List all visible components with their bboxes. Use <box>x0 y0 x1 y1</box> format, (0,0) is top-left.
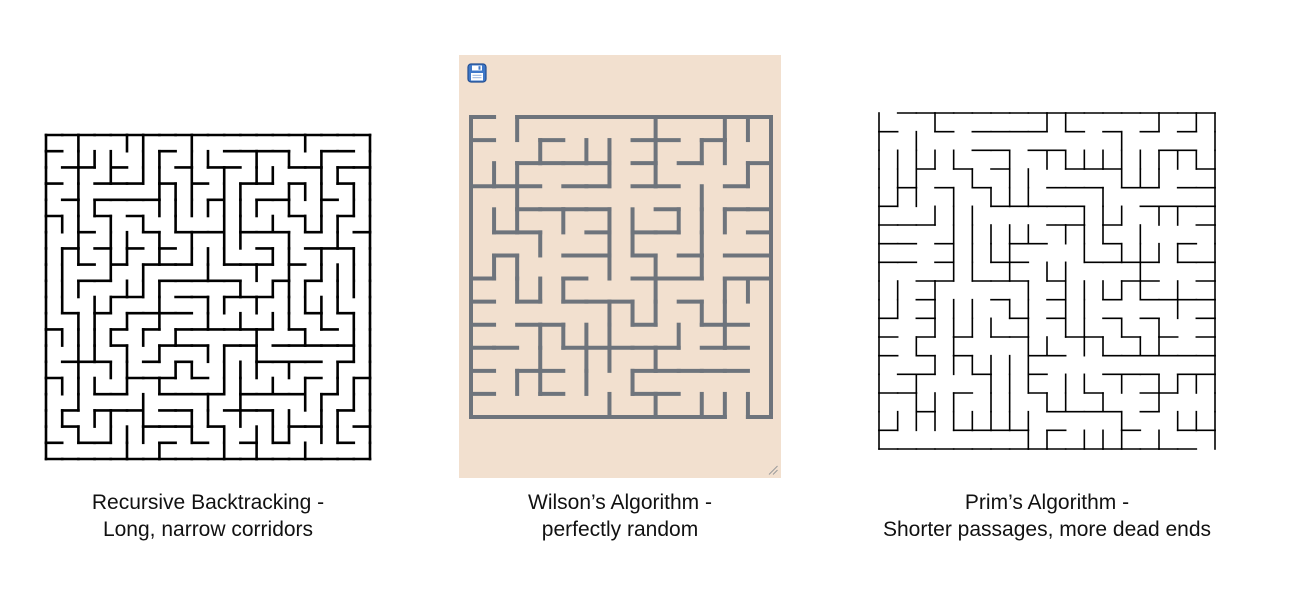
caption-a-line1: Recursive Backtracking - <box>91 491 325 514</box>
caption-a-line2: Long, narrow corridors <box>102 518 314 541</box>
maze-b-svg <box>469 115 773 419</box>
caption-c-line1: Prim’s Algorithm - <box>964 491 1130 514</box>
maze-c-svg <box>878 112 1216 450</box>
wilsons-maze-widget <box>459 55 781 478</box>
prims-maze <box>877 111 1217 453</box>
caption-recursive-backtracking: Recursive Backtracking - Long, narrow co… <box>58 489 358 543</box>
caption-b-line1: Wilson’s Algorithm - <box>528 491 712 514</box>
caption-b-line2: perfectly random <box>541 518 699 541</box>
recursive-backtracking-maze <box>44 133 372 461</box>
caption-prims-algorithm: Prim’s Algorithm - Shorter passages, mor… <box>847 489 1247 543</box>
caption-wilsons-algorithm: Wilson’s Algorithm - perfectly random <box>470 489 770 543</box>
caption-c-line2: Shorter passages, more dead ends <box>882 518 1212 541</box>
resize-grip-icon[interactable] <box>768 465 778 475</box>
maze-a-svg <box>44 133 372 461</box>
floppy-disk-icon[interactable] <box>467 63 487 83</box>
